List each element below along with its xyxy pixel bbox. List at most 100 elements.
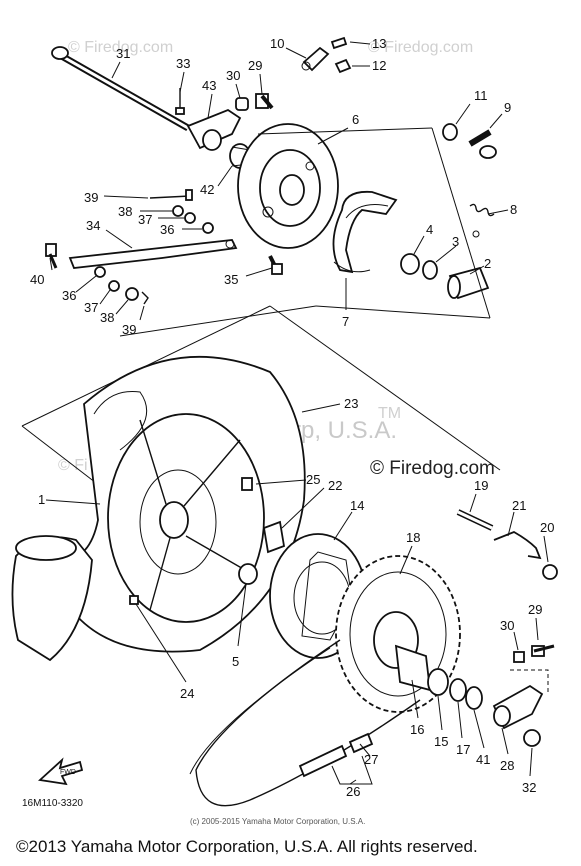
credit-line: (c) 2005-2015 Yamaha Motor Corporation, … [190,817,365,826]
callout-39-upper: 39 [84,190,98,205]
callout-19: 19 [474,478,488,493]
callout-41: 41 [476,752,490,767]
pin-19 [456,509,494,531]
callout-12: 12 [372,58,386,73]
callout-4: 4 [426,222,433,237]
callout-28: 28 [500,758,514,773]
callout-31: 31 [116,46,130,61]
outline-lower-right [510,669,549,694]
chain-joint-27 [298,732,374,778]
callout-37-lower: 37 [84,300,98,315]
callout-9: 9 [504,100,511,115]
cam-lever-10 [301,46,330,72]
watermark-top-right: © Firedog.com [368,39,473,56]
axle-nut-32 [523,729,541,747]
callout-35: 35 [224,272,238,287]
callout-32: 32 [522,780,536,795]
watermark-tm: TM [378,405,401,422]
bolt-29-lower [531,644,555,657]
bolt-29-upper [255,93,274,110]
callout-39-lower: 39 [122,322,136,337]
cotter-pin-39 [141,291,149,305]
callout-23: 23 [344,396,358,411]
nut-38-lower [125,287,139,301]
nut-12 [334,58,352,74]
bearing-17 [449,678,467,702]
callout-20: 20 [540,520,554,535]
damper-25 [241,477,253,491]
seal-11 [442,123,458,141]
bearing-5 [238,563,258,585]
fwd-arrow-icon: FWD [37,757,84,786]
chain-puller-43 [186,108,242,151]
axle [51,46,190,132]
callout-2: 2 [484,256,491,271]
callout-38-upper: 38 [118,204,132,219]
callout-29-lower: 29 [528,602,542,617]
bolt-stack-upper [149,189,214,234]
callout-15: 15 [434,734,448,749]
bolt-35 [268,255,283,275]
callout-3: 3 [452,234,459,249]
firedog-mark: © Firedog.com [370,458,495,479]
bolt-40 [45,243,58,269]
bolt-33 [175,88,185,115]
bracket-26 [331,755,373,785]
callout-8: 8 [510,202,517,217]
tension-bar-34 [68,239,238,269]
callout-43: 43 [202,78,216,93]
callout-5: 5 [232,654,239,669]
sprocket-18 [335,555,461,713]
callout-33: 33 [176,56,190,71]
nut-36-lower [94,266,106,278]
callout-7: 7 [342,314,349,329]
callout-1: 1 [38,492,45,507]
callout-6: 6 [352,112,359,127]
callout-14: 14 [350,498,364,513]
callout-labels: 31 33 43 30 29 10 13 12 11 9 6 42 8 39 3… [30,36,554,799]
callout-26: 26 [346,784,360,799]
chain-puller-28 [492,684,544,730]
callout-27: 27 [364,752,378,767]
watermark-top-left: © Firedog.com [68,39,173,56]
oil-seal-15 [427,668,449,696]
fwd-label: FWD [60,769,76,776]
callout-42: 42 [200,182,214,197]
callout-30-lower: 30 [500,618,514,633]
callout-10: 10 [270,36,284,51]
diagram-code: 16M110-3320 [22,798,83,809]
brake-cam-9 [468,129,497,159]
callout-13: 13 [372,36,386,51]
callout-30-upper: 30 [226,68,240,83]
nut-30-lower [513,651,525,663]
bearing-4 [400,253,420,275]
callout-37-upper: 37 [138,212,152,227]
callout-34: 34 [86,218,100,233]
nut-20 [542,564,558,580]
callout-24: 24 [180,686,194,701]
callout-36-upper: 36 [160,222,174,237]
clip-21 [493,531,542,560]
callout-18: 18 [406,530,420,545]
circlip-3 [422,260,438,280]
callout-25: 25 [306,472,320,487]
spacer-2 [447,266,490,300]
oil-seal-22 [262,520,286,554]
washer-37-lower [108,280,120,292]
spring-8 [469,203,495,238]
assembly-outline-upper [119,127,491,337]
callout-40: 40 [30,272,44,287]
bolt-13 [330,36,348,50]
brake-backplate-6 [237,123,339,249]
callout-11: 11 [474,88,488,103]
callout-38-lower: 38 [100,310,114,325]
copyright-footer: ©2013 Yamaha Motor Corporation, U.S.A. A… [16,837,478,856]
brake-shoes-7 [332,190,398,274]
callout-22: 22 [328,478,342,493]
callout-17: 17 [456,742,470,757]
wheel-hub-1 [107,413,265,623]
callout-21: 21 [512,498,526,513]
callout-29-upper: 29 [248,58,262,73]
nut-30-upper [235,97,249,111]
